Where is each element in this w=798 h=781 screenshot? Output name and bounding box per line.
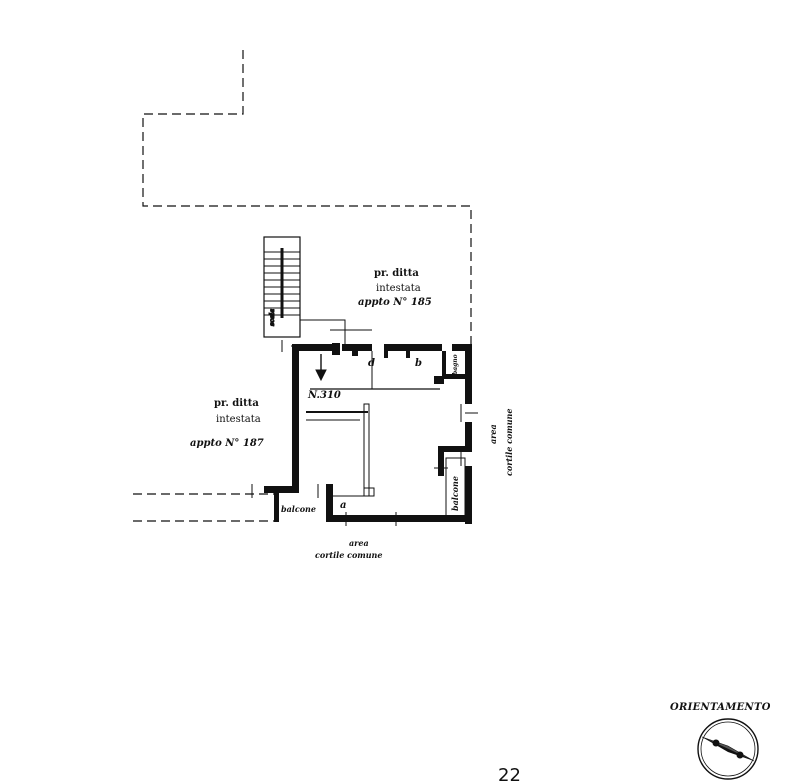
neighbour-outline-top	[142, 50, 472, 350]
staircase: scala	[263, 236, 372, 345]
left-unit-owner: pr. ditta	[214, 398, 259, 409]
page-number: 22	[498, 765, 521, 781]
entry-arrow	[315, 354, 327, 382]
top-unit-apartment: appto N° 185	[358, 297, 432, 308]
left-unit-status: intestata	[216, 414, 261, 425]
interior-partitions	[306, 343, 444, 497]
apartment-walls	[264, 344, 472, 524]
balcone-left-label: balcone	[281, 504, 316, 514]
room-letter-a: a	[340, 500, 346, 511]
left-unit-apartment: appto N° 187	[190, 438, 264, 449]
unit-number: N.310	[307, 390, 341, 401]
north-arrow-icon	[697, 718, 759, 780]
balcone-right-label: balcone	[450, 476, 460, 511]
top-unit-status: intestata	[376, 283, 421, 294]
bagno-label: bagno	[452, 354, 459, 375]
courtyard-bottom-line1: area	[349, 538, 369, 548]
neighbour-outline-left	[133, 493, 275, 522]
room-letter-b: b	[415, 358, 422, 369]
courtyard-bottom-line2: cortile comune	[315, 550, 382, 560]
top-unit-owner: pr. ditta	[374, 268, 419, 279]
courtyard-right-line1: area	[488, 424, 498, 444]
scala-label: scala	[269, 309, 276, 326]
room-letter-d: d	[368, 358, 375, 369]
courtyard-right-line2: cortile comune	[504, 409, 514, 476]
balcony-right	[445, 457, 466, 517]
orientation-label: ORIENTAMENTO	[670, 702, 771, 713]
